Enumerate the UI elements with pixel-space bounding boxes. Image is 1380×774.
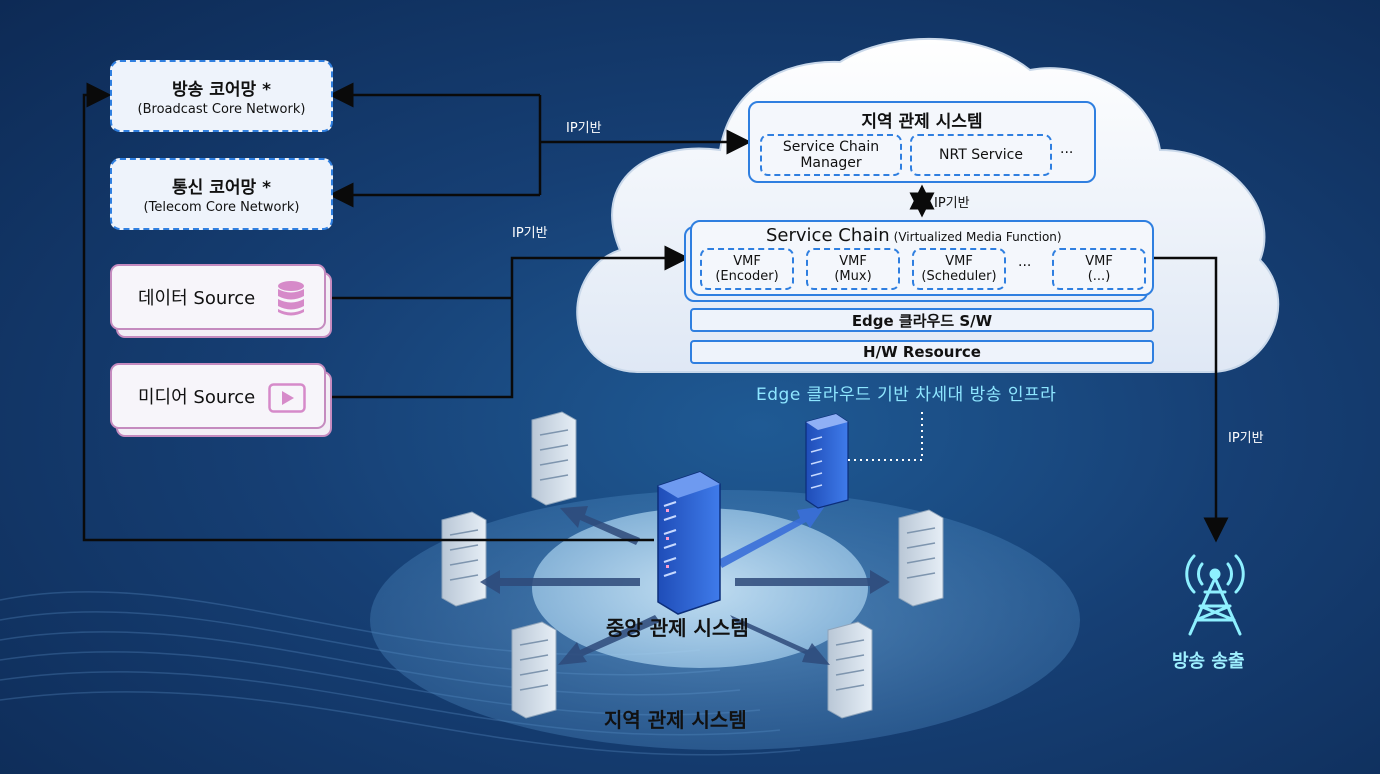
spoke-to-edge-arrow [718, 506, 825, 568]
server-slots [449, 429, 936, 691]
telecom-core-network-box: 통신 코어망 * (Telecom Core Network) [110, 158, 333, 230]
vmf-name: VMF [839, 254, 867, 269]
vmf-etc-box: VMF (...) [1052, 248, 1146, 290]
data-source-box: 데이터 Source [110, 264, 332, 338]
vmf-name: VMF [733, 254, 761, 269]
satellite-server [441, 411, 944, 719]
telecom-core-title: 통신 코어망 * [172, 178, 271, 198]
regional-more-dots: ··· [1060, 145, 1074, 161]
connection-lines [82, 82, 1229, 543]
regional-control-title: 지역 관제 시스템 [861, 112, 983, 132]
broadcast-transmission-label: 방송 송출 [1172, 651, 1245, 672]
cloud-ip-label: IP기반 [934, 196, 970, 211]
vmf-name: VMF [1085, 254, 1113, 269]
hw-resource-bar: H/W Resource [690, 340, 1154, 364]
broadcast-ip-label: IP기반 [1228, 431, 1264, 446]
service-chain-subtitle: (Virtualized Media Function) [893, 230, 1062, 244]
vmf-mux-box: VMF (Mux) [806, 248, 900, 290]
vmf-encoder-box: VMF (Encoder) [700, 248, 794, 290]
vmf-name: VMF [945, 254, 973, 269]
broadcast-core-title: 방송 코어망 * [172, 80, 271, 100]
service-chain-manager-box: Service Chain Manager [760, 134, 902, 176]
vmf-detail: (Encoder) [715, 269, 779, 284]
vmf-more-dots: ··· [1018, 258, 1032, 274]
play-icon [268, 383, 306, 413]
service-chain-panel: Service Chain(Virtualized Media Function… [690, 220, 1154, 296]
broadcast-core-network-box: 방송 코어망 * (Broadcast Core Network) [110, 60, 333, 132]
vmf-detail: (Scheduler) [921, 269, 997, 284]
regional-control-label: 지역 관제 시스템 [604, 708, 747, 732]
edge-cloud-sw-bar: Edge 클라우드 S/W [690, 308, 1154, 332]
nrt-service-box: NRT Service [910, 134, 1052, 176]
nrt-service-label: NRT Service [939, 147, 1023, 163]
media-source-box: 미디어 Source [110, 363, 332, 437]
central-control-label: 중앙 관제 시스템 [606, 616, 749, 640]
source-ip-label: IP기반 [512, 226, 548, 241]
spoke-arrows [480, 506, 890, 665]
regional-control-panel: 지역 관제 시스템 Service Chain Manager NRT Serv… [748, 101, 1096, 183]
telecom-core-subtitle: (Telecom Core Network) [143, 200, 300, 215]
core-ip-label: IP기반 [566, 121, 602, 136]
database-icon [278, 281, 304, 316]
broadcast-core-subtitle: (Broadcast Core Network) [137, 102, 306, 117]
broadcast-tower-icon [1185, 554, 1245, 636]
central-server [657, 471, 721, 615]
vmf-detail: (Mux) [834, 269, 872, 284]
vmf-detail: (...) [1087, 269, 1111, 284]
service-chain-manager-label: Service Chain Manager [782, 139, 880, 171]
edge-dotted-connector [848, 408, 923, 461]
service-chain-title-row: Service Chain(Virtualized Media Function… [766, 225, 1062, 246]
media-source-label: 미디어 Source [138, 387, 256, 408]
edge-server [805, 413, 849, 509]
edge-cloud-caption: Edge 클라우드 기반 차세대 방송 인프라 [756, 385, 1057, 405]
service-chain-title: Service Chain [766, 225, 890, 246]
vmf-scheduler-box: VMF (Scheduler) [912, 248, 1006, 290]
data-source-label: 데이터 Source [138, 288, 256, 309]
